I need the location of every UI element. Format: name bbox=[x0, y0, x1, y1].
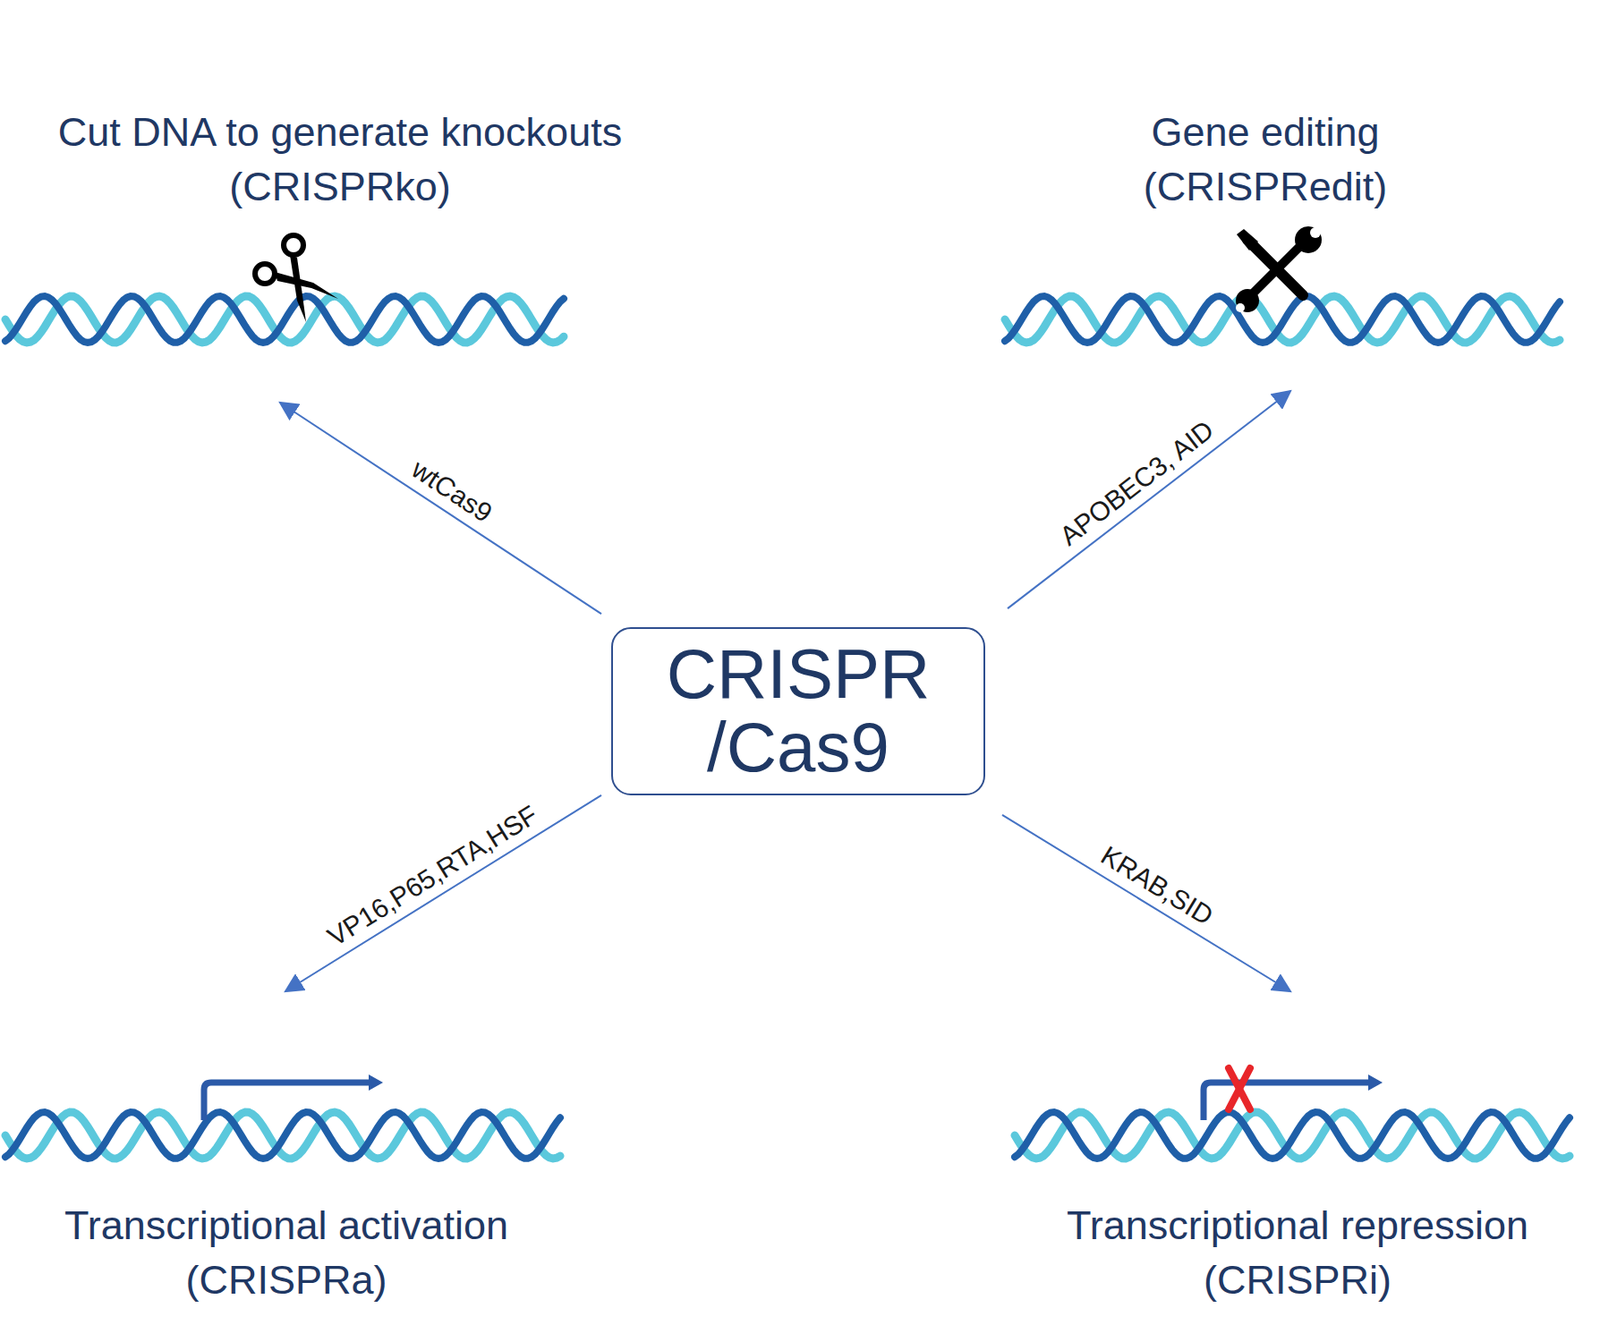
tools-icon bbox=[1235, 226, 1322, 313]
arrow-connector bbox=[285, 795, 602, 992]
edge-label: KRAB,SID bbox=[1093, 838, 1221, 933]
promoter-arrow bbox=[1203, 1074, 1383, 1121]
function-panel: Transcriptional activation (CRISPRa) bbox=[0, 1064, 573, 1307]
dna-helix bbox=[1004, 296, 1560, 343]
arrow-connector bbox=[1002, 815, 1291, 992]
dna-helix bbox=[5, 1112, 561, 1159]
block-cross bbox=[1228, 1068, 1251, 1110]
edge-label: wtCas9 bbox=[403, 451, 500, 530]
arrow-connector bbox=[280, 402, 602, 614]
panel-title: Cut DNA to generate knockouts (CRISPRko) bbox=[8, 105, 672, 215]
panel-title: Transcriptional activation (CRISPRa) bbox=[17, 1199, 555, 1309]
hub-label: CRISPR /Cas9 bbox=[612, 638, 984, 785]
arrow-connector bbox=[1007, 391, 1291, 609]
hub-box: CRISPR /Cas9 bbox=[611, 627, 986, 796]
function-panel: Transcriptional repression (CRISPRi) bbox=[1002, 1064, 1593, 1307]
function-panel: Cut DNA to generate knockouts (CRISPRko) bbox=[0, 105, 681, 349]
dna-helix bbox=[1014, 1112, 1570, 1159]
scissors-icon bbox=[255, 235, 339, 323]
panel-title: Transcriptional repression (CRISPRi) bbox=[1020, 1199, 1575, 1309]
edge-label: APOBEC3, AID bbox=[1051, 413, 1221, 554]
dna-helix bbox=[5, 296, 564, 343]
panel-title: Gene editing (CRISPRedit) bbox=[1077, 105, 1454, 215]
edge-label: VP16,P65,RTA,HSF bbox=[320, 798, 546, 954]
function-panel: Gene editing (CRISPRedit) bbox=[930, 105, 1600, 349]
promoter-arrow bbox=[204, 1074, 383, 1121]
